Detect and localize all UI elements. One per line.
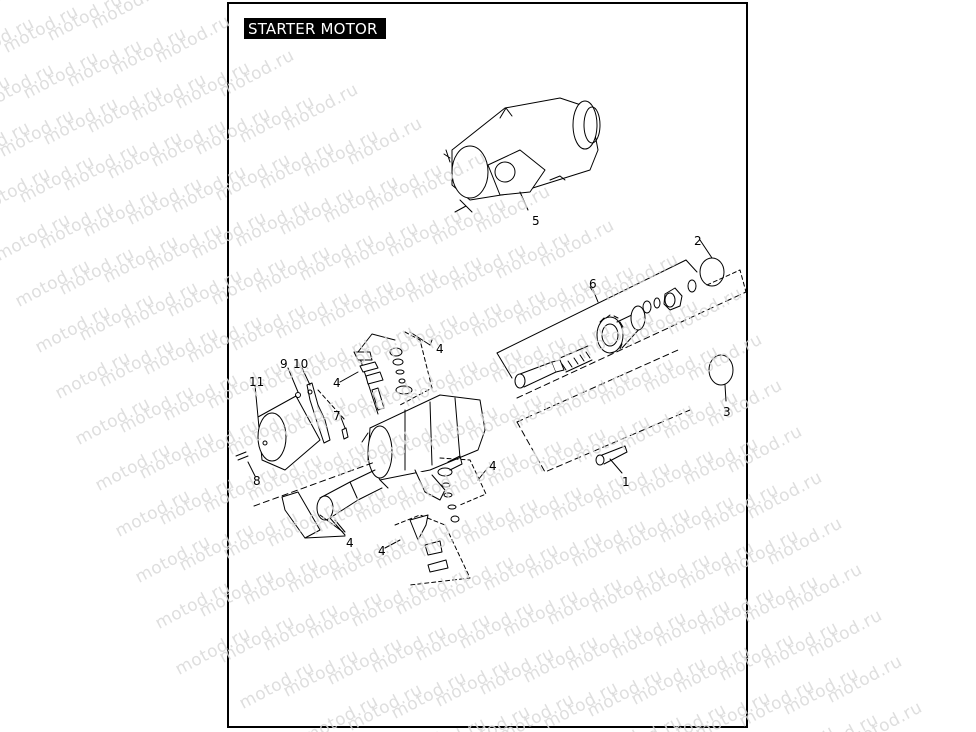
drive-assembly-parts bbox=[514, 239, 725, 389]
callout-5: 5 bbox=[532, 214, 540, 228]
callout-4-upper-right: 4 bbox=[436, 342, 444, 356]
callout-4-upper-left: 4 bbox=[333, 376, 341, 390]
armature-drawing bbox=[253, 461, 383, 536]
callout-10: 10 bbox=[293, 357, 309, 371]
callout-11: 11 bbox=[249, 375, 265, 389]
end-cover-drawing bbox=[254, 384, 321, 471]
brush-group-upper bbox=[353, 331, 433, 415]
callout-1: 1 bbox=[622, 475, 630, 489]
field-frame-housing bbox=[361, 394, 486, 501]
small-hardware bbox=[235, 367, 349, 477]
callout-8: 8 bbox=[253, 474, 261, 488]
end-plate-gasket bbox=[281, 491, 346, 539]
through-bolt-drawing bbox=[516, 349, 691, 474]
leader-lines bbox=[319, 286, 595, 549]
callout-9: 9 bbox=[280, 357, 288, 371]
callout-3: 3 bbox=[723, 405, 731, 419]
diagram-frame bbox=[227, 2, 748, 728]
callout-4-middle-right: 4 bbox=[489, 459, 497, 473]
starter-motor-assembly-drawing bbox=[443, 97, 601, 213]
drive-assembly-bracket bbox=[496, 259, 747, 399]
callout-7: 7 bbox=[333, 409, 341, 423]
page-title: STARTER MOTOR bbox=[244, 18, 386, 39]
o-ring-drawing bbox=[708, 354, 734, 402]
callout-4-lower-brushes: 4 bbox=[378, 544, 386, 558]
callout-6: 6 bbox=[589, 277, 597, 291]
callout-2: 2 bbox=[694, 234, 702, 248]
brush-group-lower bbox=[394, 457, 487, 586]
callout-4-armature: 4 bbox=[346, 536, 354, 550]
